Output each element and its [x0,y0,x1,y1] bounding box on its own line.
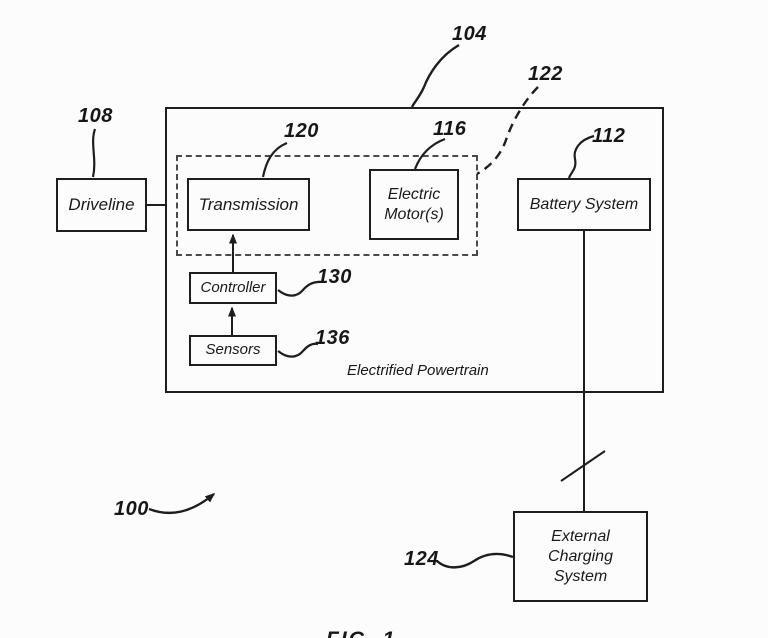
transmission-label: Transmission [199,194,299,215]
arrow-ref-100 [149,494,214,513]
driveline-box: Driveline [56,178,147,232]
driveline-label: Driveline [68,194,134,215]
external-charging-box: External Charging System [513,511,648,602]
transmission-box: Transmission [187,178,310,231]
battery-system-box: Battery System [517,178,651,231]
ref-130: 130 [317,266,352,289]
sensors-label: Sensors [205,341,260,360]
ref-108: 108 [78,105,113,128]
external-charging-label: External Charging System [548,527,613,587]
figure-caption: FIG. 1 [326,628,396,638]
ref-120: 120 [284,120,319,143]
controller-label: Controller [200,279,265,298]
ref-124: 124 [404,548,439,571]
leader-line-124 [437,554,513,567]
electric-motors-label: Electric Motor(s) [384,185,444,225]
ref-104: 104 [452,23,487,46]
ref-136: 136 [315,327,350,350]
controller-box: Controller [189,272,277,304]
sensors-box: Sensors [189,335,277,366]
ref-122: 122 [528,63,563,86]
electric-motors-box: Electric Motor(s) [369,169,459,240]
leader-line-108 [93,129,95,177]
electrified-powertrain-label: Electrified Powertrain [347,362,489,379]
charging-line-break-slash [561,451,605,481]
battery-system-label: Battery System [530,195,638,215]
leader-line-104 [412,45,459,107]
ref-112: 112 [592,125,625,148]
ref-116: 116 [433,118,466,141]
ref-100: 100 [114,498,149,521]
